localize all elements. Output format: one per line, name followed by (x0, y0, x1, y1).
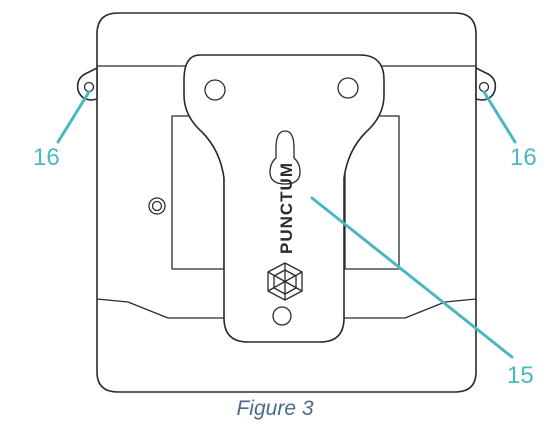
figure-caption: Figure 3 (236, 397, 314, 420)
callout-line-right-16 (482, 90, 517, 144)
plate-hole-left (204, 79, 226, 101)
left-lug (76, 67, 98, 101)
keyhole-slot (269, 130, 301, 185)
callout-label-15: 15 (507, 362, 534, 389)
callout-label-right-16: 16 (510, 144, 537, 171)
callout-line-left-16 (56, 90, 91, 144)
brand-text: PUNCTUM (277, 162, 296, 254)
plate-hole-bottom (272, 306, 292, 326)
side-screw-inner (151, 200, 163, 212)
side-screw-outer (148, 197, 166, 215)
mounting-plate (183, 54, 385, 343)
plate-hole-right (337, 77, 359, 99)
brand-logo-icon (267, 262, 303, 301)
callout-line-15 (310, 196, 514, 359)
right-lug (475, 67, 497, 101)
callout-label-left-16: 16 (33, 144, 60, 171)
